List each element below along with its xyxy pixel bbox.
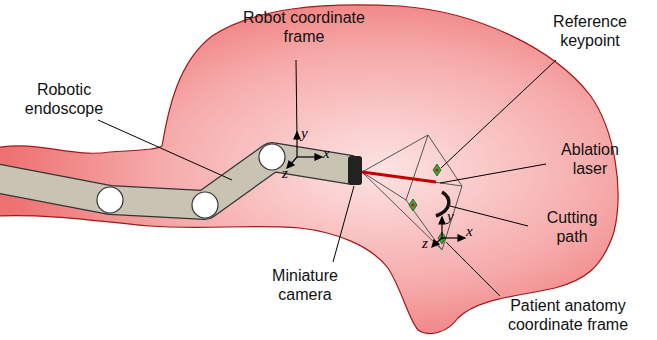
axis-label: x (323, 146, 330, 161)
camera (348, 156, 362, 185)
camera-frustum (362, 135, 462, 250)
frame-label: Patient anatomy coordinate frame (502, 296, 634, 334)
cutting-path (436, 192, 449, 216)
axis-label: y (447, 209, 454, 224)
part-label: Cutting path (532, 208, 612, 246)
keypoint-center (411, 203, 414, 206)
leader-lines (98, 60, 556, 296)
organ (0, 5, 618, 334)
keypoint-center (435, 168, 438, 171)
laser-beam (362, 172, 436, 182)
axis-label: x (466, 224, 473, 239)
part-label: Ablation laser (549, 140, 631, 178)
axis-label: z (422, 236, 428, 251)
axis-label: y (301, 126, 308, 141)
part-label: Miniature camera (259, 266, 351, 304)
endoscope-body (0, 157, 352, 205)
joint (192, 192, 218, 218)
frame-label: Robot coordinate frame (242, 8, 366, 46)
axis-label: z (282, 166, 288, 181)
endoscope-outline (0, 157, 352, 205)
joint (97, 187, 123, 213)
part-label: Robotic endoscope (17, 80, 112, 118)
keypoint (409, 164, 446, 244)
joint (259, 144, 285, 170)
part-label: Reference keypoint (540, 12, 640, 50)
